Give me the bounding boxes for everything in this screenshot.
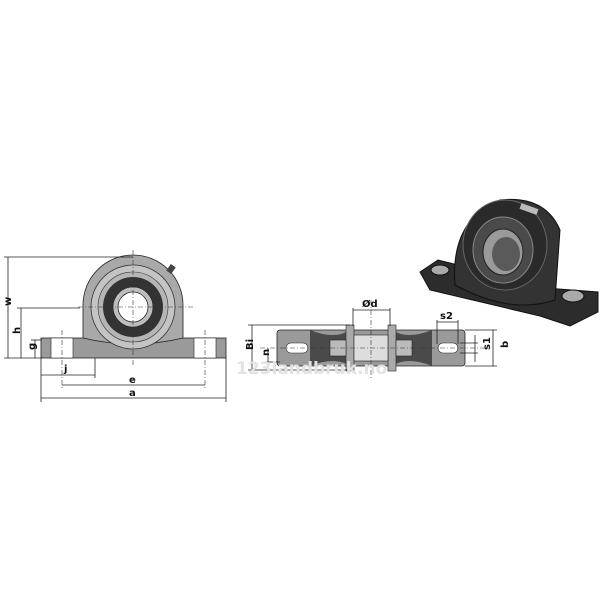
label-e: e	[129, 375, 136, 386]
label-s2: s2	[440, 311, 453, 322]
label-n: n	[261, 349, 272, 356]
label-g: g	[27, 343, 38, 350]
side-view: Ød s2 Bi n s1 b	[245, 298, 511, 380]
label-d: Ød	[362, 298, 378, 310]
bearing-3d-view	[419, 198, 599, 327]
label-b: b	[500, 341, 511, 348]
label-h: h	[12, 327, 23, 334]
label-s1: s1	[482, 337, 493, 350]
label-a: a	[129, 388, 136, 399]
label-j: j	[63, 364, 67, 375]
front-view: w h g j e a	[3, 250, 227, 402]
label-bi: Bi	[245, 339, 256, 350]
watermark: 123landbruk.no	[236, 359, 387, 379]
label-w: w	[3, 297, 14, 306]
